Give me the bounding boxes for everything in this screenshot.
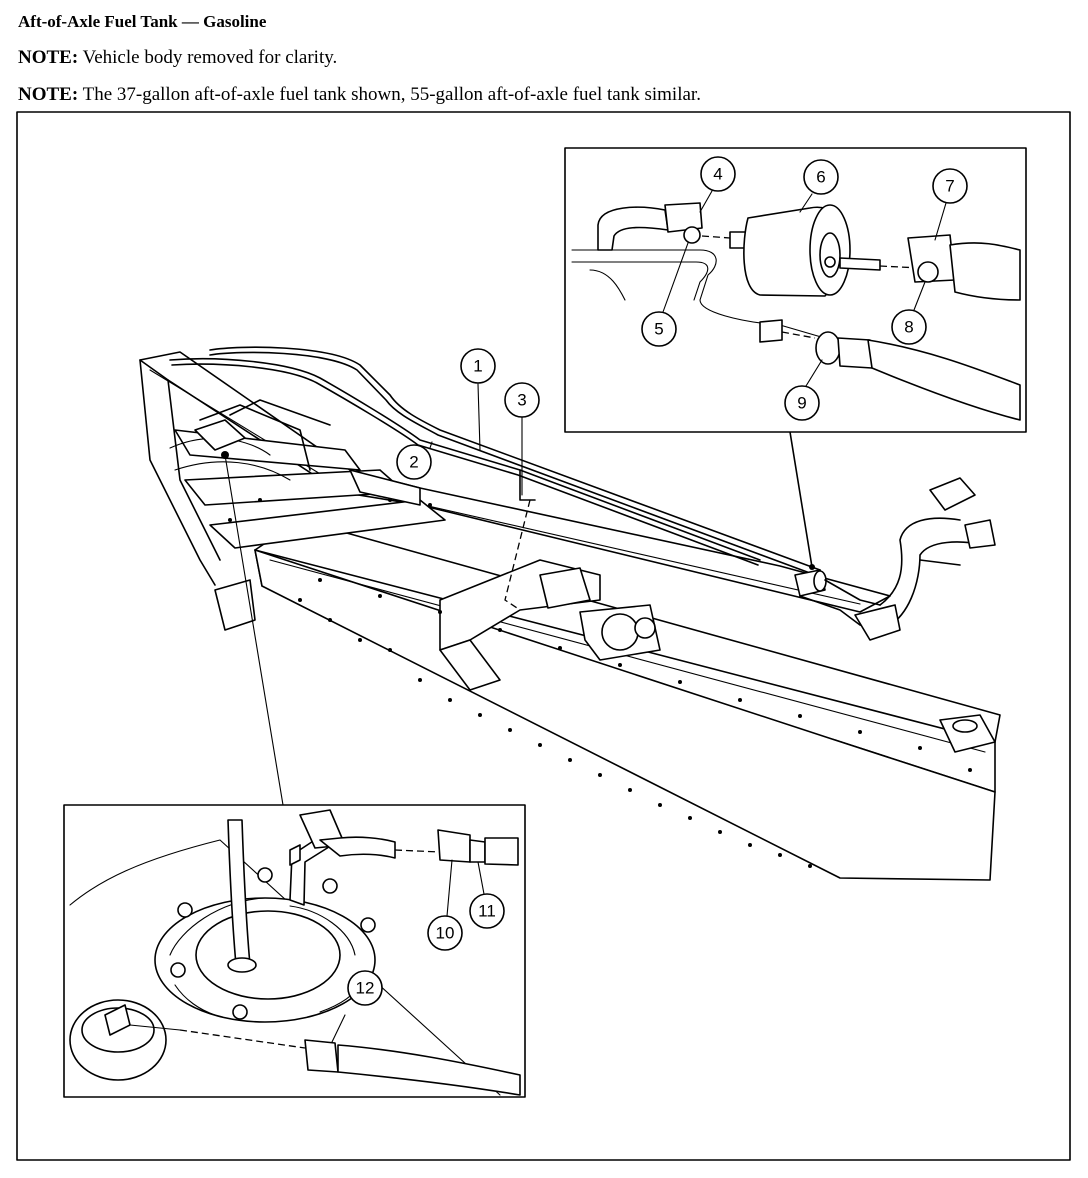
svg-text:2: 2 [409,453,418,472]
frame-rivets [228,498,972,868]
svg-text:6: 6 [816,168,825,187]
svg-text:8: 8 [904,318,913,337]
svg-text:5: 5 [654,320,663,339]
note-label: NOTE: [18,84,79,105]
fuel-tank-detail-inset [63,804,526,1098]
svg-text:9: 9 [797,394,806,413]
callout-3: 3 [504,382,540,418]
svg-text:3: 3 [517,391,526,410]
figure-border [16,111,1071,1161]
callout-6: 6 [803,159,839,195]
note-tank-size: NOTE: The 37-gallon aft-of-axle fuel tan… [18,84,701,106]
callout-9: 9 [784,385,820,421]
callout-4: 4 [700,156,736,192]
leader-lines [224,383,523,806]
svg-text:7: 7 [945,177,954,196]
callout-leaders [446,190,947,917]
callout-5: 5 [641,311,677,347]
callout-11: 11 [469,893,505,929]
svg-text:4: 4 [713,165,722,184]
svg-text:1: 1 [473,357,482,376]
fuel-lines [169,346,996,641]
note-label: NOTE: [18,47,79,68]
callout-8: 8 [891,309,927,345]
svg-text:11: 11 [478,902,496,921]
callout-10: 10 [427,915,463,951]
page-title: Aft-of-Axle Fuel Tank — Gasoline [18,12,267,31]
callout-1: 1 [460,348,496,384]
callout-7: 7 [932,168,968,204]
svg-text:12: 12 [356,979,375,998]
note-body-removed: NOTE: Vehicle body removed for clarity. [18,47,337,69]
callouts: 1 2 3 4 5 6 7 8 9 10 11 12 [347,156,968,1006]
callout-2: 2 [396,444,432,480]
note-text: Vehicle body removed for clarity. [78,47,338,68]
note-text: The 37-gallon aft-of-axle fuel tank show… [78,84,701,105]
callout-12: 12 [347,970,383,1006]
svg-text:10: 10 [436,924,455,943]
